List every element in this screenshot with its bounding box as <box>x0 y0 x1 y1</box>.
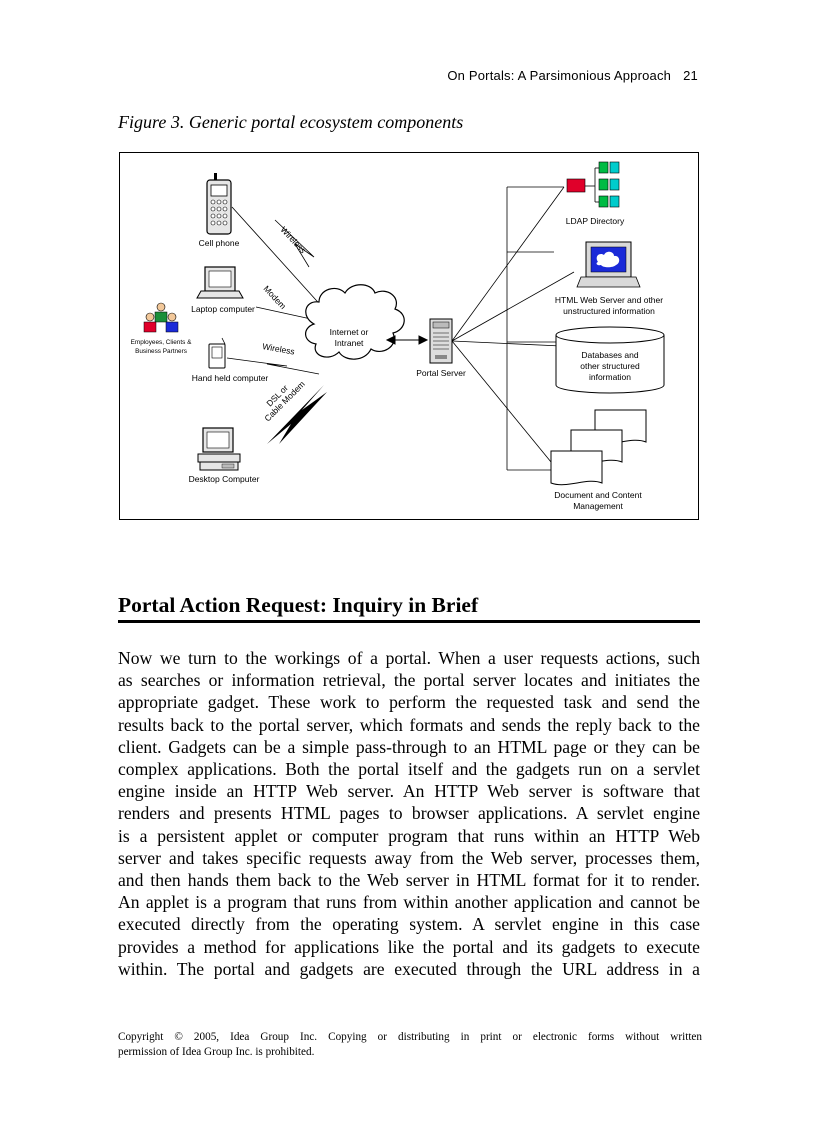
portal-server-icon <box>429 318 453 364</box>
laptop-icon <box>196 266 244 299</box>
handheld-label: Hand held computer <box>192 373 269 383</box>
body-line: results back to the portal server, which… <box>118 714 700 735</box>
html-server-label-1: HTML Web Server and other <box>555 295 663 305</box>
copyright-notice: Copyright © 2005, Idea Group Inc. Copyin… <box>118 1030 702 1060</box>
handheld-computer-icon <box>208 337 226 369</box>
documents-label-2: Management <box>573 501 623 511</box>
body-line: within. The portal and gadgets are execu… <box>118 958 700 979</box>
section-heading: Portal Action Request: Inquiry in Brief <box>118 593 700 623</box>
body-line: appropriate gadget. These work to perfor… <box>118 692 700 713</box>
body-line: Now we turn to the workings of a portal.… <box>118 648 700 668</box>
portal-ecosystem-diagram: Internet or Intranet Portal Server <box>119 152 699 520</box>
html-web-server-icon <box>576 241 641 288</box>
body-line: server and takes specific requests away … <box>118 847 700 868</box>
wireless-bolt-mid <box>226 357 320 375</box>
body-line: An applet is a program that runs from wi… <box>118 892 700 913</box>
cell-phone-label: Cell phone <box>199 238 240 248</box>
wireless-bolts <box>226 219 320 375</box>
figure-caption: Figure 3. Generic portal ecosystem compo… <box>118 112 464 132</box>
body-line: provides a method for applications like … <box>118 936 700 957</box>
databases-label-2: other structured <box>580 361 640 371</box>
employees-label-2: Business Partners <box>135 348 187 355</box>
document-stack-icon <box>550 409 647 486</box>
cloud-server-arrow <box>385 335 429 345</box>
body-line: engine inside an HTTP Web server. An HTT… <box>118 781 700 802</box>
page-number: 21 <box>683 68 698 83</box>
desktop-label: Desktop Computer <box>189 474 260 484</box>
ldap-label: LDAP Directory <box>566 216 625 226</box>
cell-phone-link <box>231 206 326 311</box>
copyright-line-2: permission of Idea Group Inc. is prohibi… <box>118 1046 315 1058</box>
people-group-icon <box>143 302 179 333</box>
internet-cloud-icon <box>305 284 405 360</box>
database-cylinder-icon <box>555 326 665 394</box>
html-server-label-2: unstructured information <box>563 306 655 316</box>
copyright-line-1: Copyright © 2005, Idea Group Inc. Copyin… <box>118 1031 702 1043</box>
portal-server-label: Portal Server <box>416 368 466 378</box>
body-line: complex applications. Both the portal it… <box>118 759 700 780</box>
running-head: On Portals: A Parsimonious Approach 21 <box>447 68 698 83</box>
dsl-lightning-bolt <box>267 385 327 444</box>
ldap-directory-icon <box>566 161 620 208</box>
body-paragraph: Now we turn to the workings of a portal.… <box>118 647 700 980</box>
laptop-link <box>255 306 312 320</box>
internet-label-1: Internet or <box>330 327 369 337</box>
device-links <box>231 206 326 320</box>
documents-label-1: Document and Content <box>554 490 642 500</box>
body-line: renders and presents HTML pages to brows… <box>118 803 700 824</box>
cell-phone-icon <box>206 173 232 235</box>
laptop-label: Laptop computer <box>191 304 255 314</box>
body-line: client. Gadgets can be a simple pass-thr… <box>118 736 700 757</box>
wireless-bolt-top <box>274 219 315 268</box>
body-line: is a persistent applet or computer progr… <box>118 825 700 846</box>
databases-label-1: Databases and <box>581 350 638 360</box>
databases-label-3: information <box>589 372 631 382</box>
body-line: and then hands them back to the Web serv… <box>118 870 700 891</box>
running-title: On Portals: A Parsimonious Approach <box>447 68 672 83</box>
desktop-computer-icon <box>197 427 241 471</box>
server-links <box>451 186 575 471</box>
employees-label-1: Employees, Clients & <box>131 339 192 346</box>
body-line: executed directly from the operating sys… <box>118 914 700 935</box>
internet-label-2: Intranet <box>335 338 364 348</box>
portal-ecosystem-figure: Internet or Intranet Portal Server <box>119 152 699 520</box>
body-line: as searches or information retrieval, th… <box>118 670 700 691</box>
